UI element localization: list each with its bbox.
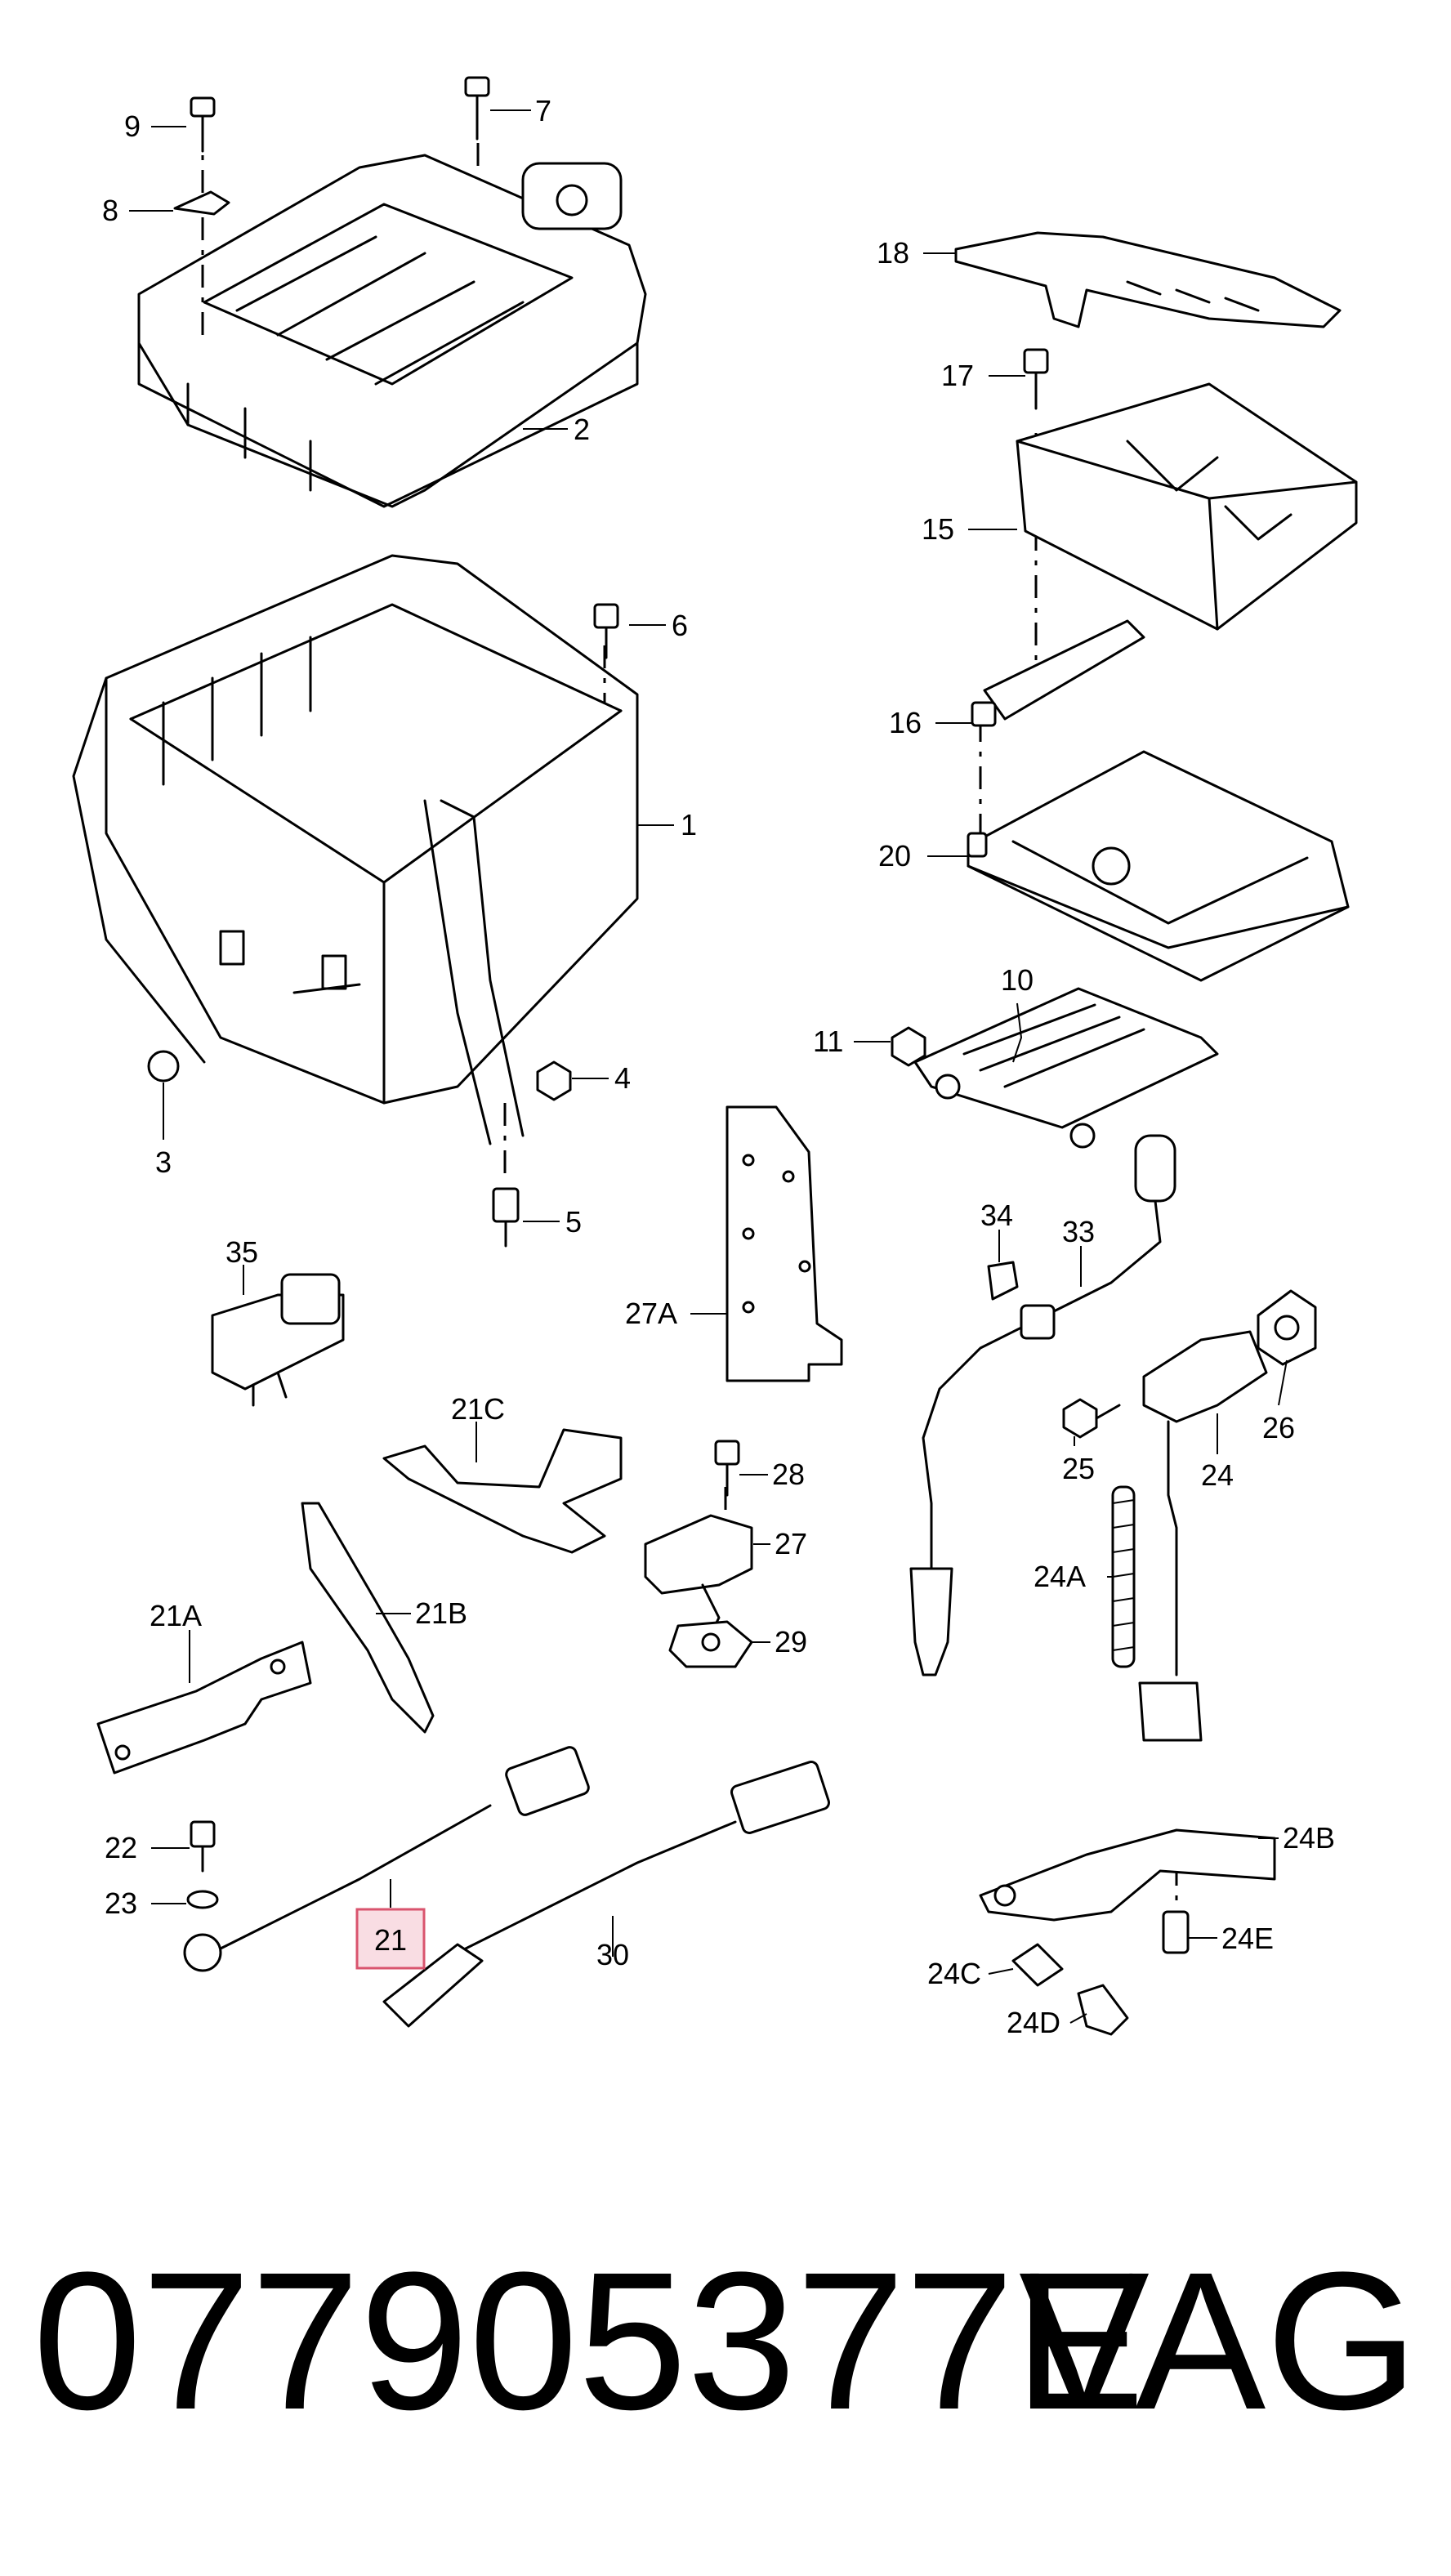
bracket-part-24B (979, 1828, 1276, 1922)
sensor-part-35 (211, 1273, 345, 1407)
screw-part-22 (190, 1820, 216, 1873)
nut-part-4 (536, 1060, 572, 1101)
callout-label-26: 26 (1262, 1411, 1295, 1444)
washer-part-23 (186, 1890, 219, 1909)
callout-label-10: 10 (1001, 963, 1034, 997)
callout-label-24A: 24A (1034, 1560, 1086, 1593)
callout-label-34: 34 (980, 1199, 1013, 1232)
callout-label-29: 29 (775, 1625, 807, 1659)
callout-label-28: 28 (772, 1458, 805, 1491)
callout-label-18: 18 (877, 236, 909, 270)
sensor-part-27 (644, 1514, 753, 1636)
control-unit-part-15 (1016, 382, 1358, 631)
callout-label-4: 4 (614, 1061, 631, 1095)
bolt-part-24D (1077, 1984, 1129, 2036)
lambda-probe-part-30 (382, 1761, 830, 2028)
clip-part-8 (173, 190, 230, 216)
ring-part-26 (1257, 1289, 1317, 1366)
screw-part-9 (190, 96, 216, 153)
callout-label-6: 6 (672, 609, 688, 642)
callout-label-24: 24 (1201, 1458, 1234, 1492)
brand-name: VAG (1018, 2231, 1418, 2450)
callout-label-21B: 21B (415, 1596, 467, 1630)
callout-labels: 9 8 7 2 6 1 3 4 5 18 17 15 16 20 10 11 2… (102, 94, 1335, 2039)
callout-label-9: 9 (124, 109, 141, 143)
bracket-part-27A (726, 1105, 843, 1382)
clip-part-34 (987, 1261, 1019, 1301)
bolt-part-24E (1162, 1910, 1190, 1954)
nut-part-11 (891, 1026, 926, 1067)
callout-label-24B: 24B (1283, 1821, 1335, 1855)
callout-label-30: 30 (596, 1938, 629, 1971)
sleeve-part-24A (1111, 1485, 1136, 1668)
callout-label-35: 35 (225, 1235, 258, 1269)
bolt-part-5 (492, 1187, 520, 1248)
callout-label-27: 27 (775, 1527, 807, 1560)
screw-part-7 (464, 76, 490, 141)
callout-label-1: 1 (681, 808, 697, 842)
housing-box-part-1 (72, 554, 639, 1145)
nut-part-3 (147, 1050, 180, 1083)
callout-label-25: 25 (1062, 1452, 1095, 1485)
plate-part-16 (971, 619, 1145, 727)
bracket-part-21C (382, 1428, 623, 1554)
callout-label-20: 20 (878, 839, 911, 873)
bracket-part-18 (954, 231, 1342, 328)
knock-sensor-part-21 (183, 1746, 590, 1972)
callout-label-5: 5 (565, 1205, 582, 1239)
callout-label-17: 17 (941, 359, 974, 392)
sensor-part-24 (1138, 1330, 1268, 1742)
callout-highlight-21 (355, 1908, 426, 1970)
callout-label-21A: 21A (150, 1599, 202, 1632)
callout-label-27A: 27A (625, 1297, 677, 1330)
callout-label-2: 2 (574, 413, 590, 446)
bracket-part-21B (301, 1502, 435, 1734)
parts-diagram: 9 8 7 2 6 1 3 4 5 18 17 15 16 20 10 11 2… (72, 76, 1358, 2039)
bracket-part-10 (913, 987, 1219, 1149)
screw-part-6 (593, 603, 619, 659)
callout-label-24D: 24D (1007, 2006, 1060, 2039)
callout-label-24C: 24C (927, 1957, 981, 1990)
screw-part-17 (1023, 348, 1049, 410)
callout-label-21: 21 (374, 1923, 407, 1957)
bracket-part-21A (96, 1641, 312, 1775)
callout-label-16: 16 (889, 706, 922, 739)
sensor-part-33 (909, 1134, 1176, 1676)
callout-label-23: 23 (105, 1886, 137, 1920)
callout-label-11: 11 (813, 1025, 843, 1058)
control-unit-part-20 (967, 750, 1350, 982)
part-number: 077905377E (33, 2231, 1145, 2450)
spacer-part-24C (1011, 1943, 1064, 1987)
callout-label-21C: 21C (451, 1392, 505, 1426)
housing-cover-part-2 (137, 154, 647, 508)
callout-label-24E: 24E (1221, 1922, 1274, 1955)
callout-label-15: 15 (922, 512, 954, 546)
callout-label-22: 22 (105, 1831, 137, 1864)
callout-label-8: 8 (102, 194, 118, 227)
callout-label-3: 3 (155, 1145, 172, 1179)
screw-part-25 (1062, 1398, 1121, 1439)
footer: 077905377E VAG (0, 2206, 1451, 2476)
screw-part-28 (714, 1440, 740, 1497)
callout-label-7: 7 (535, 94, 551, 127)
gasket-part-29 (668, 1620, 753, 1668)
callout-leaders (129, 109, 1288, 2024)
callout-label-33: 33 (1062, 1215, 1095, 1248)
